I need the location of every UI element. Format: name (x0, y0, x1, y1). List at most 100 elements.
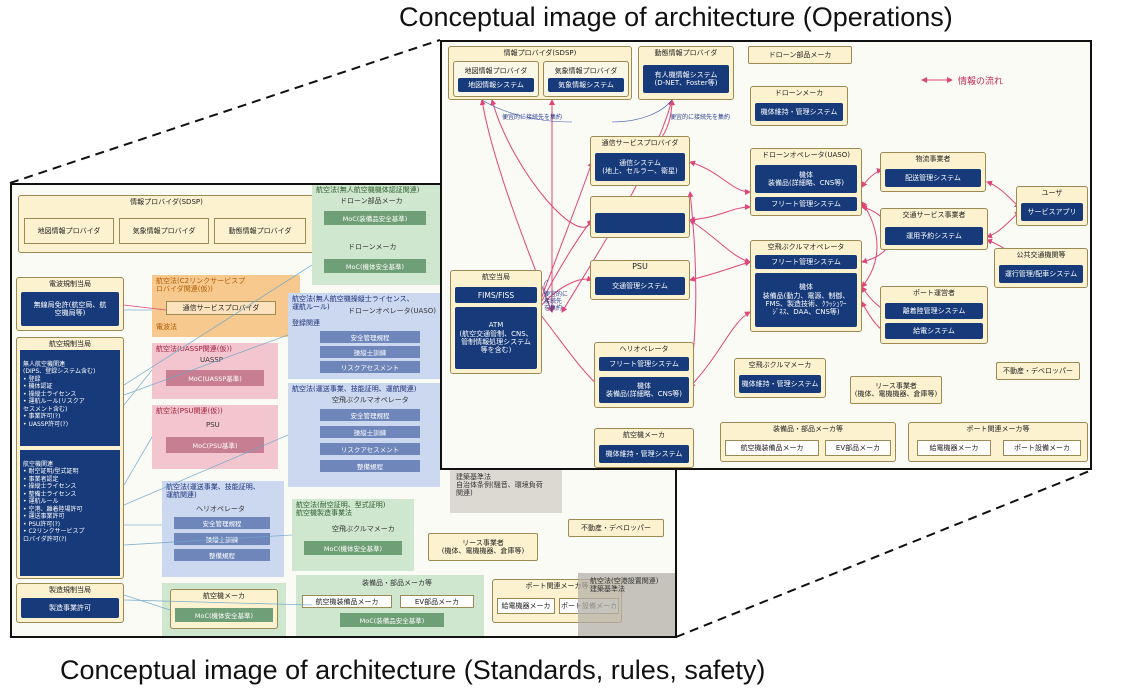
std-aircraft-maker: 航空機メーカ MoC(機体安全基準) (170, 589, 278, 629)
std-heli-band: 航空法(運送事業、技能証明、 運航関連) ヘリオペレータ 安全管理規程 操縦士訓… (162, 481, 284, 577)
std-drone-maker: ドローンメーカ (348, 243, 397, 251)
std-building-law: 建築基準法 自治体条例(騒音、環境負荷 関連) (456, 473, 543, 498)
std-license-title: 航空法(無人航空機操縦士ライセンス、 運航ルール) (292, 295, 414, 312)
ops-transport-title: 交通サービス事業者 (902, 211, 966, 219)
ops-drone-parts-maker: ドローン部品メーカ (748, 46, 852, 64)
ops-equip-ev: EV部品メーカ (825, 440, 891, 456)
ops-amo-title: 空飛ぶクルマオペレータ (767, 243, 845, 251)
std-psu-band: 航空法(PSU関連(仮)) PSU MoC(PSU基準) (152, 405, 278, 469)
std-aircraft-items: • 耐空証明/型式証明 • 事業者認定 • 操縦士ライセンス • 整備士ライセン… (23, 468, 85, 543)
std-transport-band: 航空法(運送事業、技能証明、運航関連) 空飛ぶクルマオペレータ 安全管理規程 操… (288, 383, 440, 487)
std-building-band: 建築基準法 自治体条例(騒音、環境負荷 関連) (450, 469, 562, 513)
ops-heli-fleet: フリート管理システム (599, 357, 689, 371)
std-airframe-cert-title: 航空法(無人航空機機体認証関連) (316, 186, 420, 194)
ops-uassp (590, 196, 690, 238)
ops-heli: ヘリオペレータ フリート管理システム 機体 装備品(詳細略、CNS等) (594, 342, 694, 408)
bottom-caption: Conceptual image of architecture (Standa… (60, 655, 766, 685)
std-equip-moc: MoC(装備品安全基準) (340, 613, 444, 627)
std-airworthiness-sub: 空飛ぶクルマメーカ (332, 525, 395, 533)
ops-psu-system: 交通管理システム (595, 277, 685, 295)
ops-weather-provider: 気象情報プロバイダ 気象情報システム (543, 61, 629, 97)
std-psu-sub: PSU (206, 421, 220, 429)
ops-uasso-fleet: フリート管理システム (755, 197, 857, 211)
std-aviation-auth-title: 航空規制当局 (49, 340, 91, 348)
std-heli-title: 航空法(運送事業、技能証明、 運航関連) (166, 483, 260, 500)
ops-bundle-left: 便宜的に接続先を集約 (502, 114, 563, 121)
std-airport-law: 航空法(空港設置関連) 建築基準法 (590, 577, 659, 594)
std-parts-moc: MoC(装備品安全基準) (324, 211, 426, 225)
std-links (123, 264, 313, 611)
std-drone-group-title: 無人航空機関連 (DIPS、登録システム含む) (23, 360, 96, 376)
ops-transport-service: 交通サービス事業者 運用予約システム (880, 208, 988, 250)
std-drone-items: • 登録 • 機体認証 • 操縦士ライセンス • 運航ルール(リスクア セスメン… (23, 375, 85, 428)
ops-comm-provider: 通信サービスプロバイダ 通信システム (地上、セルラー、衛星) (590, 136, 690, 186)
std-transport-maint: 整備規程 (320, 460, 420, 472)
std-equip-ev: EV部品メーカ (400, 595, 474, 608)
ops-heli-aircraft: 機体 装備品(詳細略、CNS等) (599, 377, 689, 403)
ops-dynamic-title: 動態情報プロバイダ (654, 49, 718, 57)
ops-amo-fleet: フリート管理システム (755, 255, 857, 269)
std-mfg-auth: 製造規制当局 製造事業許可 (16, 583, 124, 623)
std-drone-parts-maker: ドローン部品メーカ (340, 197, 403, 205)
ops-drone-maker-title: ドローンメーカ (774, 89, 824, 97)
ops-am-maker-system: 機体維持・管理システム (739, 375, 821, 393)
std-transport-sub: 空飛ぶクルマオペレータ (332, 396, 409, 404)
std-transport-title: 航空法(運送事業、技能証明、運航関連) (292, 385, 417, 393)
ops-logistics-title: 物流事業者 (915, 155, 951, 163)
std-license-op: ドローンオペレータ(UASO) (348, 307, 436, 315)
std-airport-law-band: 航空法(空港設置関連) 建築基準法 (578, 573, 675, 636)
ops-transport-system: 運用予約システム (885, 227, 983, 245)
ops-heli-title: ヘリオペレータ (619, 345, 669, 353)
ops-aircraft-maker: 航空機メーカ 機体維持・管理システム (594, 428, 694, 468)
std-equip-band: 装備品・部品メーカ等 航空機装備品メーカ EV部品メーカ MoC(装備品安全基準… (296, 575, 484, 636)
std-uassp-title: 航空法(UASSP関連(仮)) (156, 345, 232, 353)
ops-amo-aircraft: 機体 装備品(動力、電源、制御、 FMS、製造技術、ｸﾗｯｼｭﾜｰ ｼﾞﾈｽ、D… (755, 273, 857, 327)
std-uassp-sub: UASSP (200, 356, 224, 364)
std-transport-safety: 安全管理規程 (320, 409, 420, 421)
std-transport-risk: リスクアセスメント (320, 443, 420, 455)
std-dynamic-provider: 動態情報プロバイダ (214, 218, 306, 244)
std-heli-sub: ヘリオペレータ (196, 505, 245, 513)
ops-port-landing: 離着陸管理システム (885, 303, 983, 319)
ops-user-app: サービスアプリ (1021, 203, 1083, 221)
ops-aircraft-maker-system: 機体維持・管理システム (599, 445, 689, 463)
ops-bundle-right: 便宜的に接続先を集約 (670, 114, 731, 121)
std-c2-radio-law: 電波法 (156, 323, 177, 331)
std-lease: リース事業者 (機体、電機機器、倉庫等) (428, 533, 538, 561)
std-mfg-auth-title: 製造規制当局 (49, 586, 91, 594)
ops-weather-system: 気象情報システム (548, 78, 624, 92)
std-license-risk: リスクアセスメント (320, 361, 420, 373)
ops-comm-title: 通信サービスプロバイダ (601, 139, 679, 147)
ops-user: ユーザ サービスアプリ (1016, 186, 1088, 226)
ops-uasso: ドローンオペレータ(UASO) 機体 装備品(詳細略、CNS等) フリート管理シ… (750, 148, 862, 216)
std-psu-moc: MoC(PSU基準) (166, 437, 264, 453)
ops-equip-avionics: 航空機装備品メーカ (725, 440, 819, 456)
std-radio-title: 電波規制当局 (49, 280, 91, 288)
std-mfg-license: 製造事業許可 (21, 598, 119, 618)
ops-aviation-authority: 航空当局 FIMS/FISS ATM (航空交通管制、CNS、 管制情報処理シス… (450, 270, 542, 374)
ops-user-title: ユーザ (1041, 189, 1063, 197)
std-license-safety: 安全管理規程 (320, 331, 420, 343)
std-radio-license: 無線局免許(航空局、航 空機局等) (21, 292, 119, 326)
std-transport-training: 操縦士訓練 (320, 426, 420, 438)
operations-panel: 情報プロバイダ(SDSP) 地図情報プロバイダ 地図情報システム 気象情報プロバ… (440, 40, 1092, 470)
std-aircraft-maker-title: 航空機メーカ (203, 592, 245, 600)
ops-uasso-title: ドローンオペレータ(UASO) (762, 151, 850, 159)
ops-equip-makers: 装備品・部品メーカ等 航空機装備品メーカ EV部品メーカ (720, 422, 896, 462)
ops-uasso-aircraft: 機体 装備品(詳細略、CNS等) (755, 165, 857, 193)
ops-weather-provider-title: 気象情報プロバイダ (554, 67, 618, 75)
ops-port-maker-facility: ポート設備メーカ (1003, 440, 1081, 456)
std-equip-avionics: 航空機装備品メーカ (302, 595, 392, 608)
ops-aircraft-maker-title: 航空機メーカ (623, 431, 665, 439)
std-map-provider: 地図情報プロバイダ (24, 218, 114, 244)
ops-sdsp-group: 情報プロバイダ(SDSP) 地図情報プロバイダ 地図情報システム 気象情報プロバ… (448, 46, 632, 100)
ops-public-transport-system: 運行管理/配車システム (999, 265, 1083, 283)
ops-authority-title: 航空当局 (482, 273, 510, 281)
std-c2-provider: 通信サービスプロバイダ (166, 301, 276, 315)
ops-psu-title: PSU (632, 262, 648, 271)
ops-port-makers-title: ポート関連メーカ等 (966, 425, 1030, 433)
std-uassp-moc: MoC(UASSP基準) (166, 370, 264, 386)
ops-port-operator: ポート運営者 離着陸管理システム 給電システム (880, 286, 988, 344)
std-airframe-cert-band: 航空法(無人航空機機体認証関連) ドローン部品メーカ MoC(装備品安全基準) … (312, 185, 440, 285)
ops-bundle-mid: 便宜的に 接続先 を集約 (544, 291, 569, 312)
